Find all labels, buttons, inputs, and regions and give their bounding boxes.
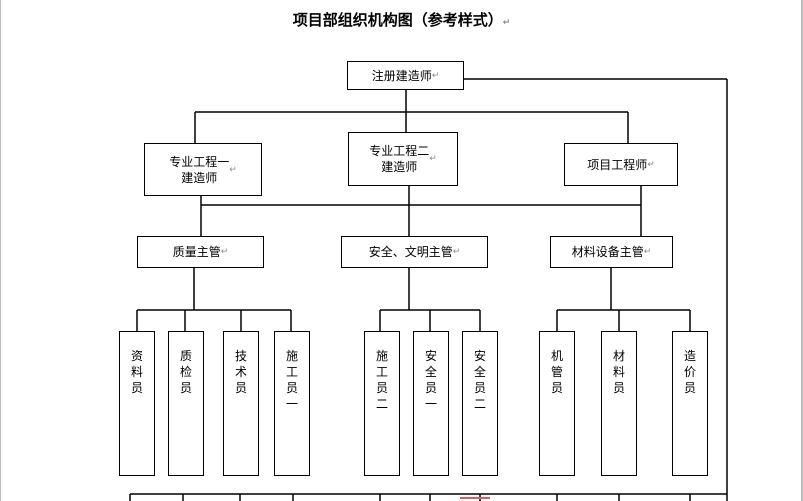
paragraph-mark: ↵	[502, 18, 511, 28]
technician-box: 技 术 员	[223, 331, 259, 476]
cost-estimator-box: 造 价 员	[672, 331, 708, 476]
chart-title: 项目部组织机构图（参考样式）↵	[292, 11, 511, 29]
page-right-edge	[801, 0, 803, 501]
machinery-manager-box: 机 管 员	[539, 331, 575, 476]
safety-supervisor-box: 安全、文明主管↵	[341, 236, 488, 268]
registered-engineer-box: 注册建造师↵	[347, 61, 464, 90]
safety-officer-2-box: 安 全 员 二	[462, 331, 498, 476]
material-supervisor-box: 材料设备主管↵	[550, 236, 673, 268]
engineer-2-box: 专业工程二 建造师↵	[348, 132, 458, 186]
safety-officer-1-box: 安 全 员 一	[413, 331, 449, 476]
page-left-edge	[0, 0, 1, 501]
data-clerk-box: 资 料 员	[119, 331, 155, 476]
engineer-1-box: 专业工程一 建造师↵	[144, 143, 262, 196]
material-clerk-box: 材 料 员	[601, 331, 637, 476]
construction-worker-2-box: 施 工 员 二	[364, 331, 400, 476]
quality-inspector-box: 质 检 员	[168, 331, 204, 476]
project-engineer-box: 项目工程师↵	[564, 143, 678, 186]
construction-worker-1-box: 施 工 员 一	[274, 331, 310, 476]
quality-supervisor-box: 质量主管↵	[137, 236, 264, 268]
